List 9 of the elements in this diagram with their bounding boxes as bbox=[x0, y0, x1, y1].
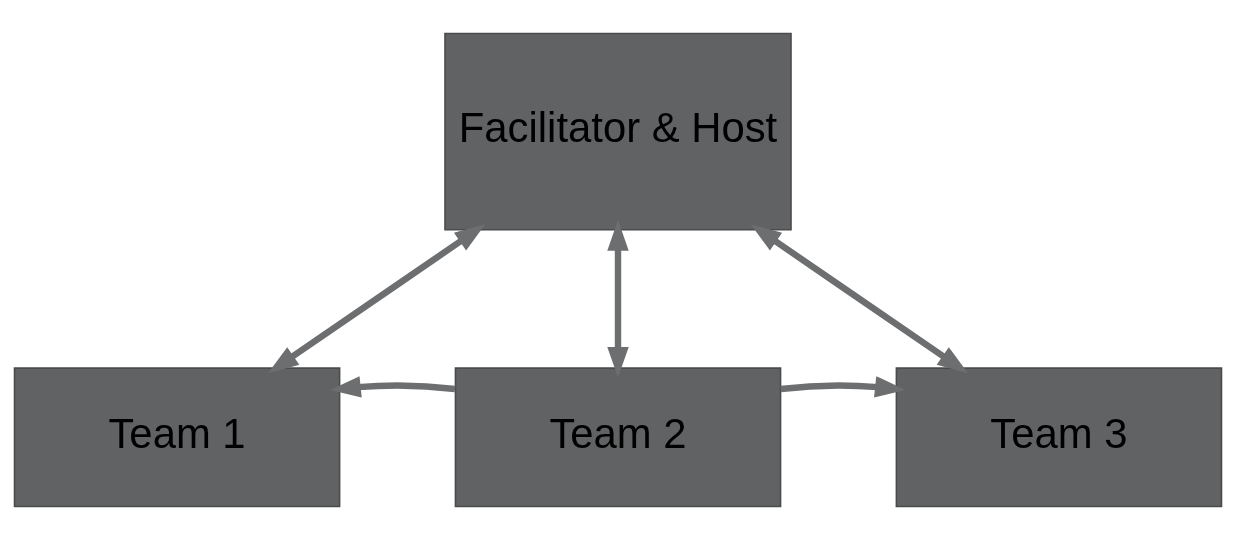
node-box: Team 3 bbox=[895, 367, 1223, 508]
node-box: Facilitator & Host bbox=[444, 32, 792, 231]
node-box: Team 1 bbox=[13, 367, 341, 508]
arrow bbox=[330, 376, 456, 398]
node-box: Team 2 bbox=[454, 367, 782, 508]
arrow bbox=[750, 224, 968, 374]
arrow bbox=[607, 220, 629, 378]
arrow bbox=[268, 224, 486, 374]
arrow bbox=[780, 376, 906, 398]
